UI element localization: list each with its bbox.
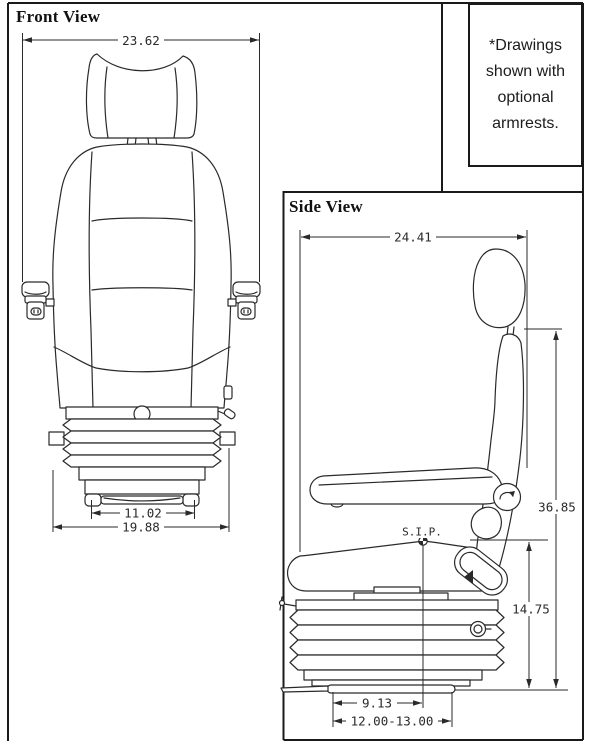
front-armrest-left: [21, 281, 55, 320]
pivot-bracket: [470, 506, 502, 540]
base-lower: [84, 479, 200, 495]
front-bellows: [62, 418, 222, 468]
armrest-pivot: [492, 482, 522, 512]
sip-label: S.I.P.: [402, 526, 442, 539]
dim-sip-offset-label: 9.13: [362, 696, 392, 711]
note-line: optional: [497, 89, 554, 106]
dim-feet-width-label: 11.02: [124, 506, 162, 521]
dimension-text-masks: [118, 33, 580, 728]
dim-sip-height-label: 14.75: [512, 602, 550, 617]
side-base-upper: [303, 669, 483, 681]
bellows-tab-left: [48, 431, 65, 446]
recline-bracket: [453, 546, 509, 596]
dim-overall-depth-label: 24.41: [394, 230, 432, 245]
front-backrest: [52, 143, 233, 409]
front-suspension: [48, 405, 236, 507]
side-view-drawing: [278, 248, 526, 694]
dim-overall-width-label: 23.62: [122, 33, 160, 48]
side-headrest: [472, 248, 526, 337]
base-upper: [78, 466, 206, 481]
side-backrest: [475, 333, 525, 591]
tilt-lever: [223, 408, 236, 420]
side-panel-border: [282, 191, 583, 741]
dim-rail-length-label: 12.00-13.00: [351, 714, 434, 729]
armrest-note-box: *Drawings shown with optional armrests.: [468, 3, 583, 167]
front-view-drawing: [21, 53, 261, 507]
side-rail-tip: [280, 685, 329, 693]
front-view-title: Front View: [16, 7, 101, 26]
note-line: shown with: [485, 63, 566, 80]
front-side-tab: [223, 385, 233, 400]
side-suspension: [278, 586, 505, 694]
note-line: *Drawings: [489, 37, 562, 54]
side-armrest: [309, 467, 522, 540]
foot-bar: [100, 495, 184, 505]
dim-base-width-label: 19.88: [122, 520, 160, 535]
dim-overall-height-label: 36.85: [538, 500, 576, 515]
side-base-plate: [326, 684, 456, 694]
lever-triangle-icon: [464, 570, 473, 584]
front-headrest: [85, 53, 198, 148]
side-view-title: Side View: [289, 197, 364, 216]
front-armrest-right: [227, 281, 261, 320]
side-bellows: [289, 609, 505, 671]
suspension-plate-side: [295, 599, 499, 611]
foot-left: [84, 493, 102, 507]
note-line: armrests.: [492, 115, 559, 132]
bellows-tab-right: [219, 431, 236, 446]
dimension-labels: 23.62 11.02 19.88 24.41 36.85 14.75 S.I.…: [122, 33, 576, 729]
foot-right: [182, 493, 200, 507]
